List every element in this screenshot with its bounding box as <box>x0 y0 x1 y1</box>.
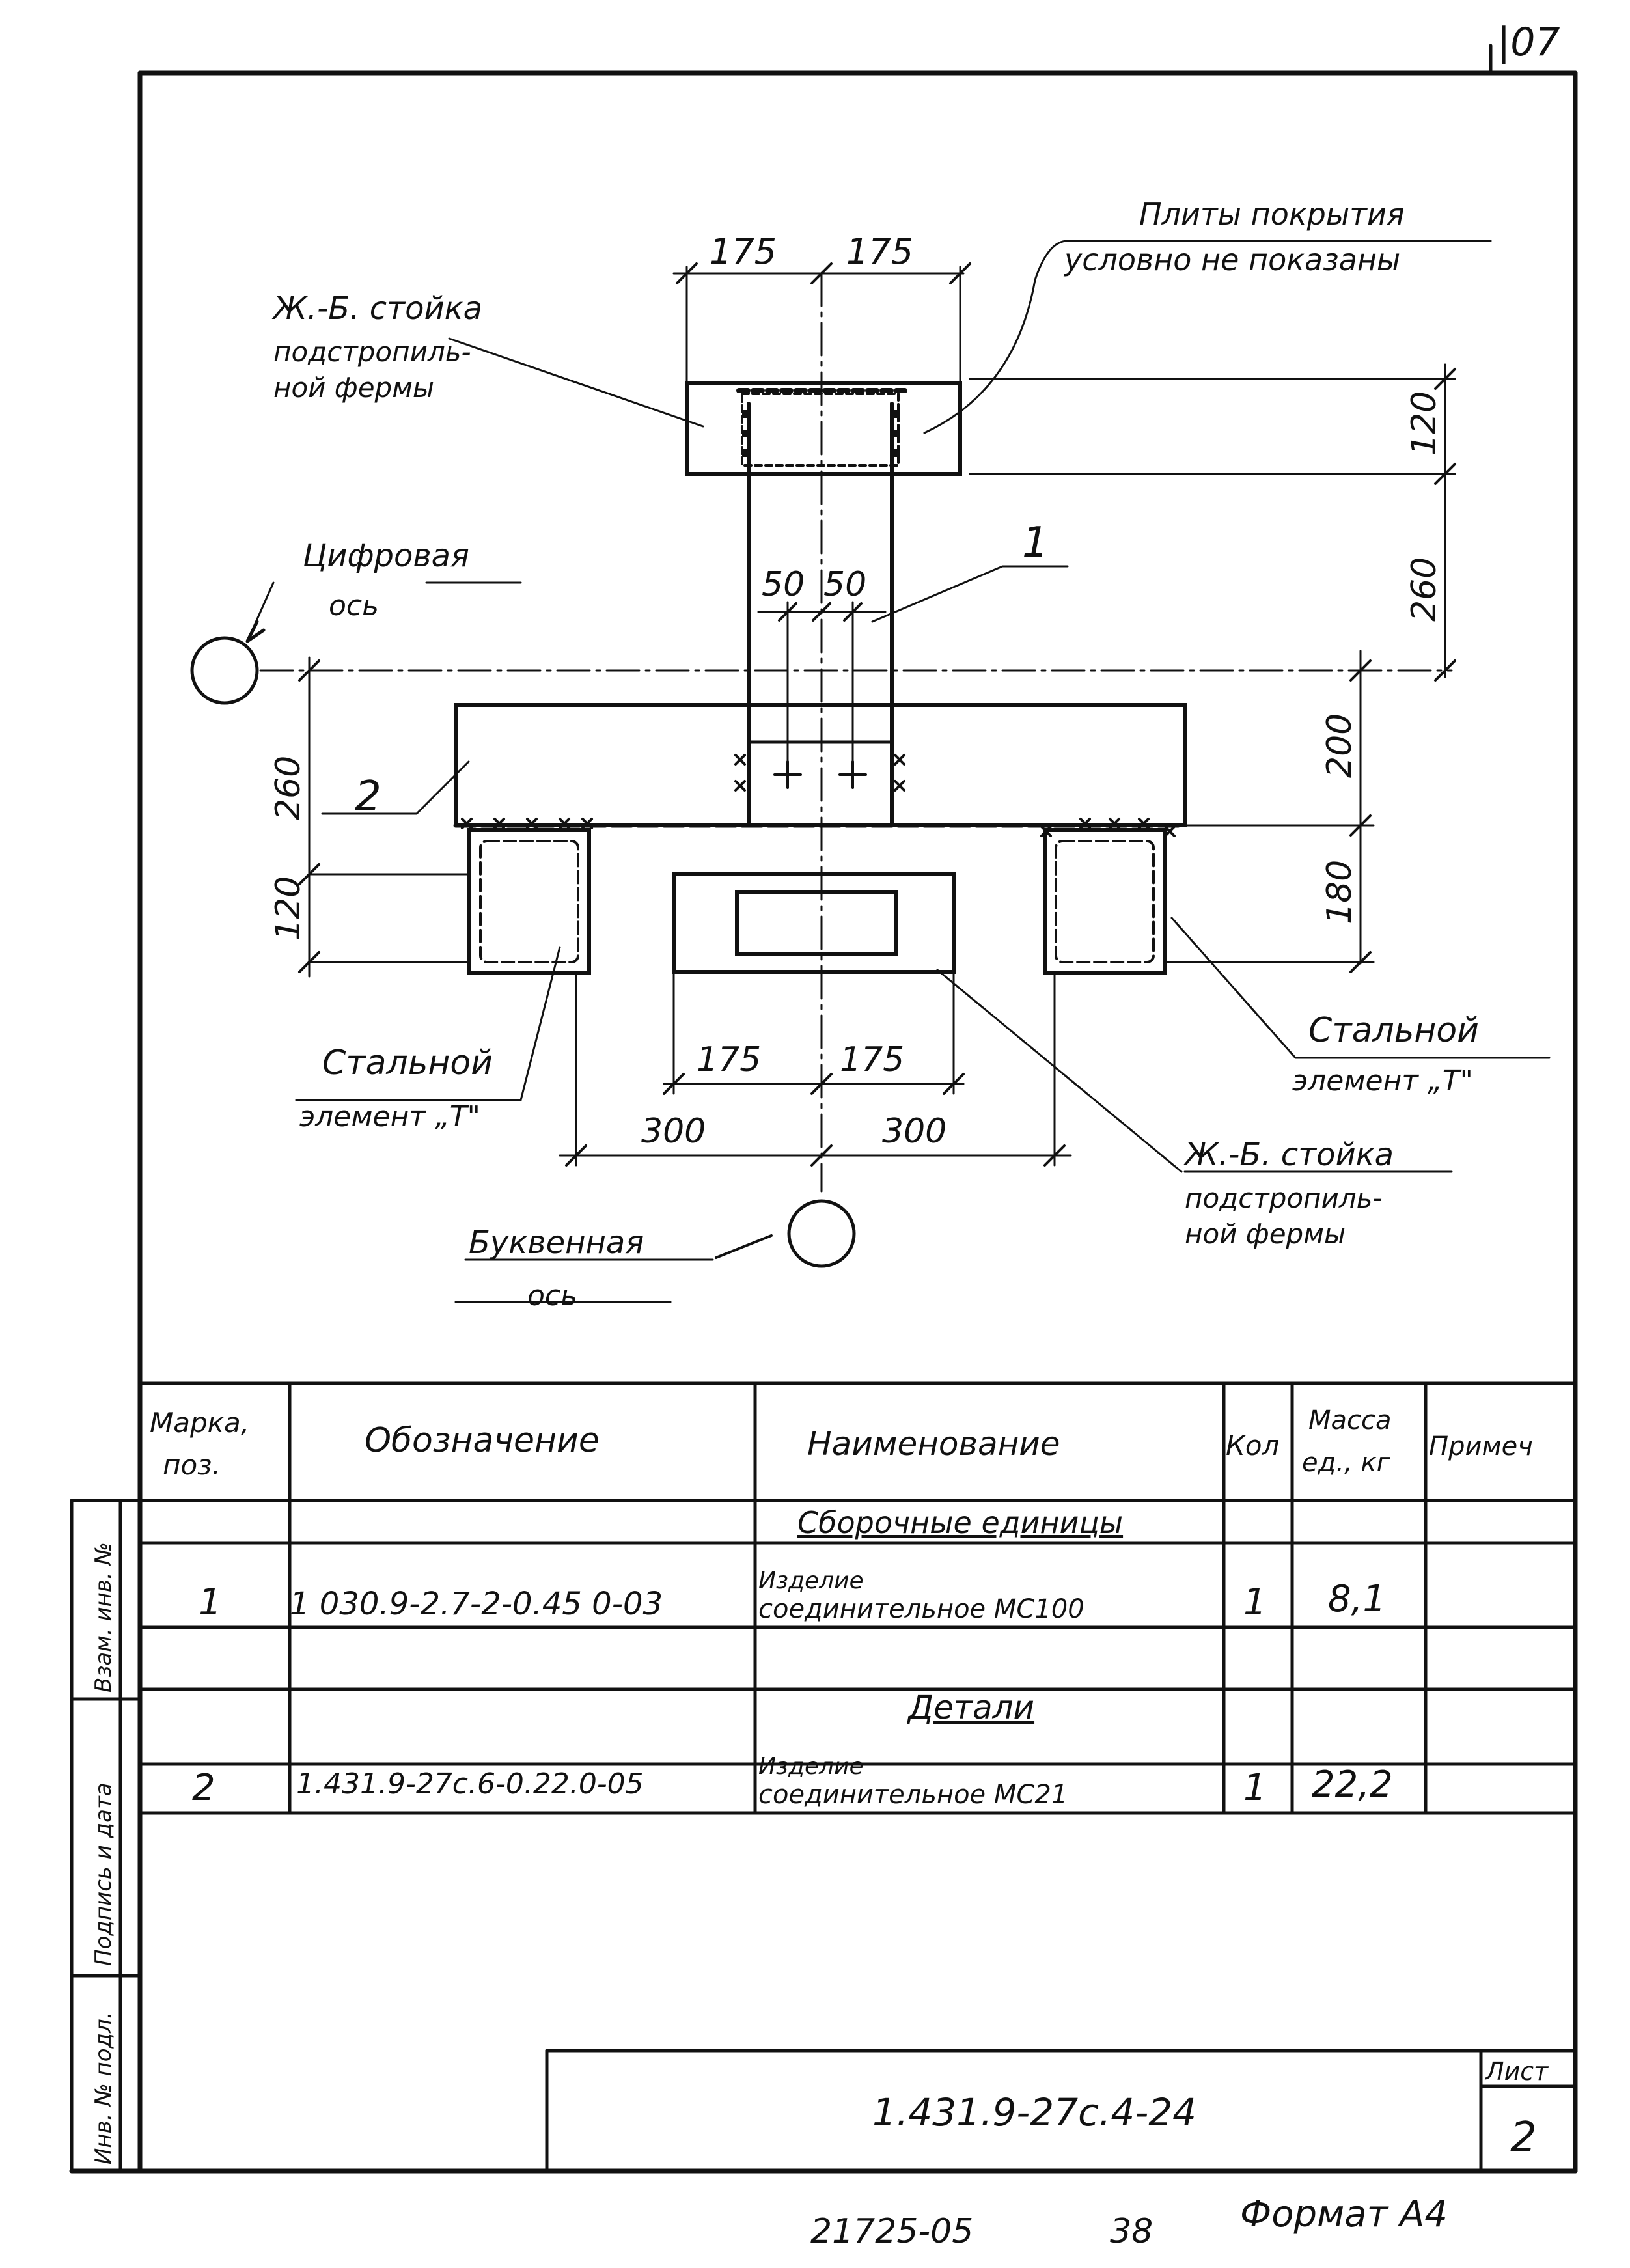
dim-right-200: 200 <box>1320 713 1359 778</box>
dim-left-260: 260 <box>269 756 308 820</box>
row2-name-line1: Изделие <box>758 1753 864 1780</box>
section-details: Детали <box>907 1689 1034 1726</box>
sheet-number: 2 <box>1510 2114 1537 2162</box>
document-code: 1.431.9-27с.4-24 <box>872 2090 1196 2135</box>
row1-designation: 1 030.9-2.7-2-0.45 0-03 <box>290 1586 663 1622</box>
dim-right-120: 120 <box>1405 391 1444 456</box>
dim-mid-right: 50 <box>823 565 866 604</box>
stamp-inv-orig: Инв. № подл. <box>90 2012 117 2164</box>
cover-plates-note-line2: условно не показаны <box>1063 242 1400 277</box>
row2-designation: 1.431.9-27с.6-0.22.0-05 <box>296 1767 644 1801</box>
header-designation: Обозначение <box>365 1421 600 1460</box>
row1-name-line2: соединительное МС100 <box>758 1594 1084 1624</box>
row2-mass: 22,2 <box>1312 1763 1393 1806</box>
dim-top-right: 175 <box>846 231 913 272</box>
steel-element-right-line1: Стальной <box>1308 1011 1479 1050</box>
rc-post-bottom-line2: подстропиль- <box>1185 1182 1383 1214</box>
header-name: Наименование <box>807 1425 1060 1463</box>
header-note: Примеч <box>1429 1431 1533 1461</box>
digital-axis-line2: ось <box>329 589 379 622</box>
letter-axis-line2: ось <box>527 1279 577 1312</box>
rc-post-bottom-line1: Ж.-Б. стойка <box>1183 1137 1394 1173</box>
stamp-replace-inv: Взам. инв. № <box>90 1542 117 1693</box>
stamp-signature-date: Подпись и дата <box>90 1782 117 1966</box>
row2-mark: 2 <box>192 1767 215 1809</box>
footer-format: Формат А4 <box>1240 2193 1448 2235</box>
header-mark-line2: поз. <box>163 1449 221 1481</box>
row1-mass: 8,1 <box>1328 1578 1386 1620</box>
dim-mid-left: 50 <box>762 565 805 604</box>
position-2-label: 2 <box>355 773 381 821</box>
dim-bottom-inner-right: 175 <box>840 1040 904 1079</box>
section-assembly-units: Сборочные единицы <box>797 1505 1123 1540</box>
header-qty: Кол <box>1226 1430 1279 1461</box>
digital-axis-line1: Цифровая <box>303 538 469 574</box>
sheet-label: Лист <box>1484 2057 1549 2086</box>
row1-qty: 1 <box>1243 1581 1267 1624</box>
header-mass-line2: ед., кг <box>1302 1448 1391 1478</box>
dim-top-left: 175 <box>710 231 777 272</box>
dim-right-260: 260 <box>1405 557 1444 622</box>
dim-bottom-inner-left: 175 <box>697 1040 761 1079</box>
position-1-label: 1 <box>1022 519 1049 567</box>
row1-name-line1: Изделие <box>758 1568 864 1594</box>
cover-plates-note-line1: Плиты покрытия <box>1139 197 1405 232</box>
steel-element-left-line2: элемент „Т" <box>299 1100 480 1133</box>
rc-post-top-line3: ной фермы <box>273 372 434 404</box>
dim-left-120: 120 <box>269 876 308 941</box>
row2-qty: 1 <box>1243 1767 1267 1809</box>
row2-name-line2: соединительное МС21 <box>758 1780 1068 1810</box>
steel-element-left-line1: Стальной <box>322 1044 493 1083</box>
page-corner-number: |07 <box>1497 20 1560 65</box>
footer-left-number: 21725-05 <box>810 2212 973 2251</box>
header-mass-line1: Масса <box>1308 1405 1392 1435</box>
dim-right-180: 180 <box>1320 860 1359 924</box>
header-mark-line1: Марка, <box>150 1407 249 1439</box>
steel-element-right-line2: элемент „Т" <box>1292 1064 1473 1098</box>
letter-axis-line1: Буквенная <box>469 1224 644 1261</box>
dim-bottom-outer-right: 300 <box>882 1112 946 1151</box>
rc-post-top-line2: подстропиль- <box>273 336 471 368</box>
dim-bottom-outer-left: 300 <box>641 1112 706 1151</box>
footer-page: 38 <box>1110 2212 1153 2251</box>
rc-post-top-line1: Ж.-Б. стойка <box>271 290 482 327</box>
rc-post-bottom-line3: ной фермы <box>1185 1218 1346 1250</box>
row1-mark: 1 <box>199 1581 222 1624</box>
